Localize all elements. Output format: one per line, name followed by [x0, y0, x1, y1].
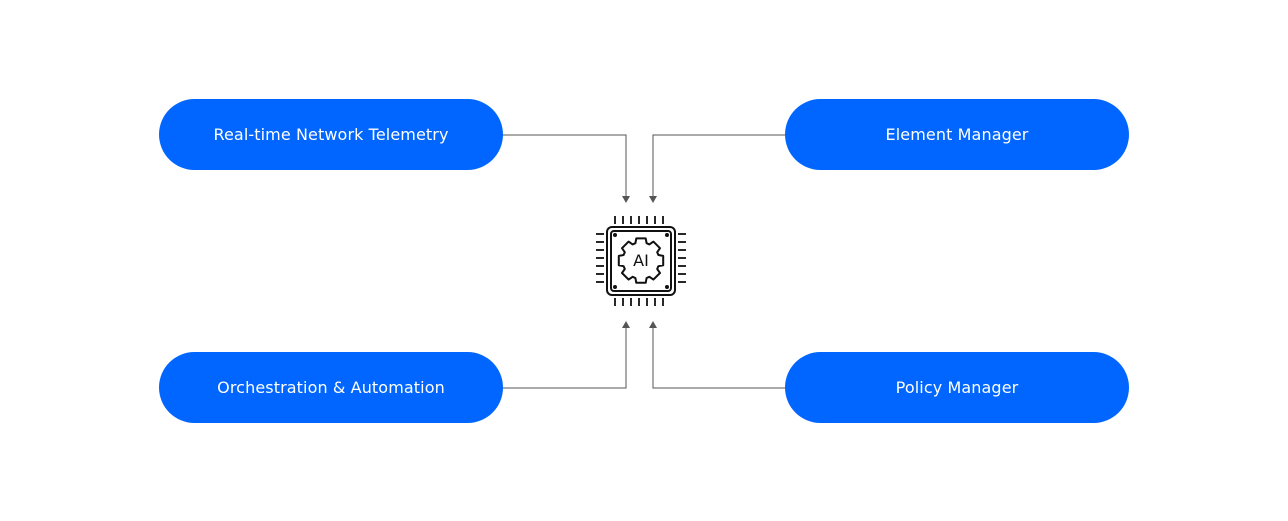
chip-pins-top — [614, 216, 664, 224]
connector-bottom-left — [502, 328, 627, 389]
node-label: Policy Manager — [895, 378, 1019, 397]
node-label: Orchestration & Automation — [217, 378, 445, 397]
arrow-bottom-right-icon — [649, 321, 657, 328]
connector-top-right — [652, 134, 785, 196]
arrow-top-right-icon — [649, 196, 657, 203]
node-policy-manager: Policy Manager — [785, 352, 1129, 423]
chip-label: AI — [633, 251, 649, 270]
connector-bottom-right — [652, 328, 785, 389]
arrow-bottom-left-icon — [622, 321, 630, 328]
node-real-time-network-telemetry: Real-time Network Telemetry — [159, 99, 503, 170]
connector-top-left — [502, 134, 627, 196]
ai-chip-icon: AI — [596, 216, 686, 306]
chip-pins-left — [596, 233, 604, 283]
chip-pins-bottom — [614, 298, 664, 306]
node-element-manager: Element Manager — [785, 99, 1129, 170]
arrow-top-left-icon — [622, 196, 630, 203]
node-orchestration-automation: Orchestration & Automation — [159, 352, 503, 423]
chip-pins-right — [678, 233, 686, 283]
node-label: Element Manager — [885, 125, 1029, 144]
gear-icon — [617, 237, 665, 284]
node-label: Real-time Network Telemetry — [213, 125, 449, 144]
